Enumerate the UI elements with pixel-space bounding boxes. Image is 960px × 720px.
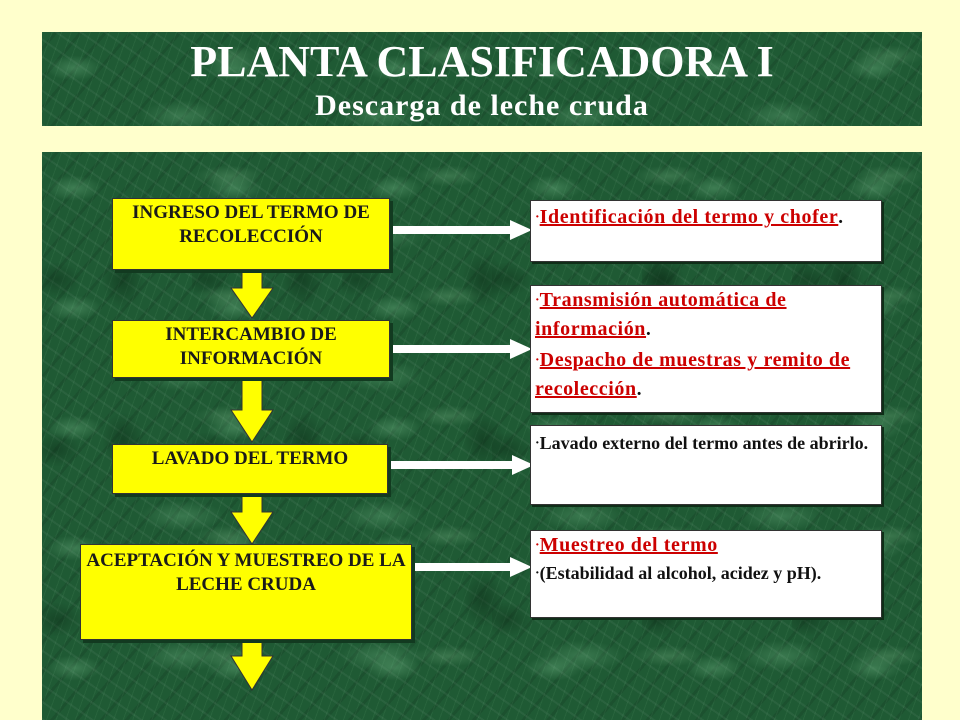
bullet-icon: ·: [535, 538, 540, 553]
step-label-2: INTERCAMBIO DE INFORMACIÓN: [165, 324, 337, 369]
detail-suffix-2b: .: [636, 379, 642, 400]
right-arrow-1: [390, 220, 532, 240]
step-box-3: LAVADO DEL TERMO: [112, 444, 388, 494]
step-label-3: LAVADO DEL TERMO: [151, 448, 349, 469]
down-arrow-1: [230, 265, 274, 319]
page-title: PLANTA CLASIFICADORA I: [190, 37, 774, 86]
right-arrow-3: [390, 455, 534, 475]
step-label-1: INGRESO DEL TERMO DE RECOLECCIÓN: [132, 202, 370, 247]
step-label-4: ACEPTACIÓN Y MUESTREO DE LA LECHE CRUDA: [86, 550, 406, 595]
right-arrow-4: [410, 557, 532, 577]
page-subtitle: Descarga de leche cruda: [315, 89, 649, 122]
detail-suffix-1: .: [838, 207, 844, 228]
detail-link-1[interactable]: Identificación del termo y chofer: [539, 206, 839, 228]
detail-text-4: (Estabilidad al alcohol, acidez y pH).: [539, 563, 822, 583]
detail-link-2b[interactable]: Despacho de muestras y remito de recolec…: [535, 349, 851, 400]
step-box-1: INGRESO DEL TERMO DE RECOLECCIÓN: [112, 198, 390, 270]
step-box-4: ACEPTACIÓN Y MUESTREO DE LA LECHE CRUDA: [80, 544, 412, 640]
detail-box-1: ·Identificación del termo y chofer.: [530, 200, 882, 262]
title-banner: PLANTA CLASIFICADORA I Descarga de leche…: [42, 32, 922, 126]
detail-text-3: Lavado externo del termo antes de abrirl…: [539, 433, 869, 453]
bullet-icon: ·: [535, 210, 540, 225]
right-arrow-2: [390, 339, 532, 359]
bullet-icon: ·: [535, 293, 540, 308]
bullet-icon: ·: [535, 353, 540, 368]
detail-box-3: ·Lavado externo del termo antes de abrir…: [530, 425, 882, 505]
detail-link-4[interactable]: Muestreo del termo: [539, 534, 718, 556]
down-arrow-2: [230, 375, 274, 443]
down-arrow-4: [230, 637, 274, 691]
detail-suffix-2a: .: [646, 319, 651, 340]
bullet-icon: ·: [535, 436, 540, 451]
down-arrow-3: [230, 491, 274, 545]
detail-box-4: ·Muestreo del termo ·(Estabilidad al alc…: [530, 530, 882, 618]
bullet-icon: ·: [535, 566, 540, 581]
detail-box-2: ·Transmisión automática de información. …: [530, 285, 882, 413]
detail-link-2a[interactable]: Transmisión automática de información: [535, 289, 787, 340]
step-box-2: INTERCAMBIO DE INFORMACIÓN: [112, 320, 390, 378]
